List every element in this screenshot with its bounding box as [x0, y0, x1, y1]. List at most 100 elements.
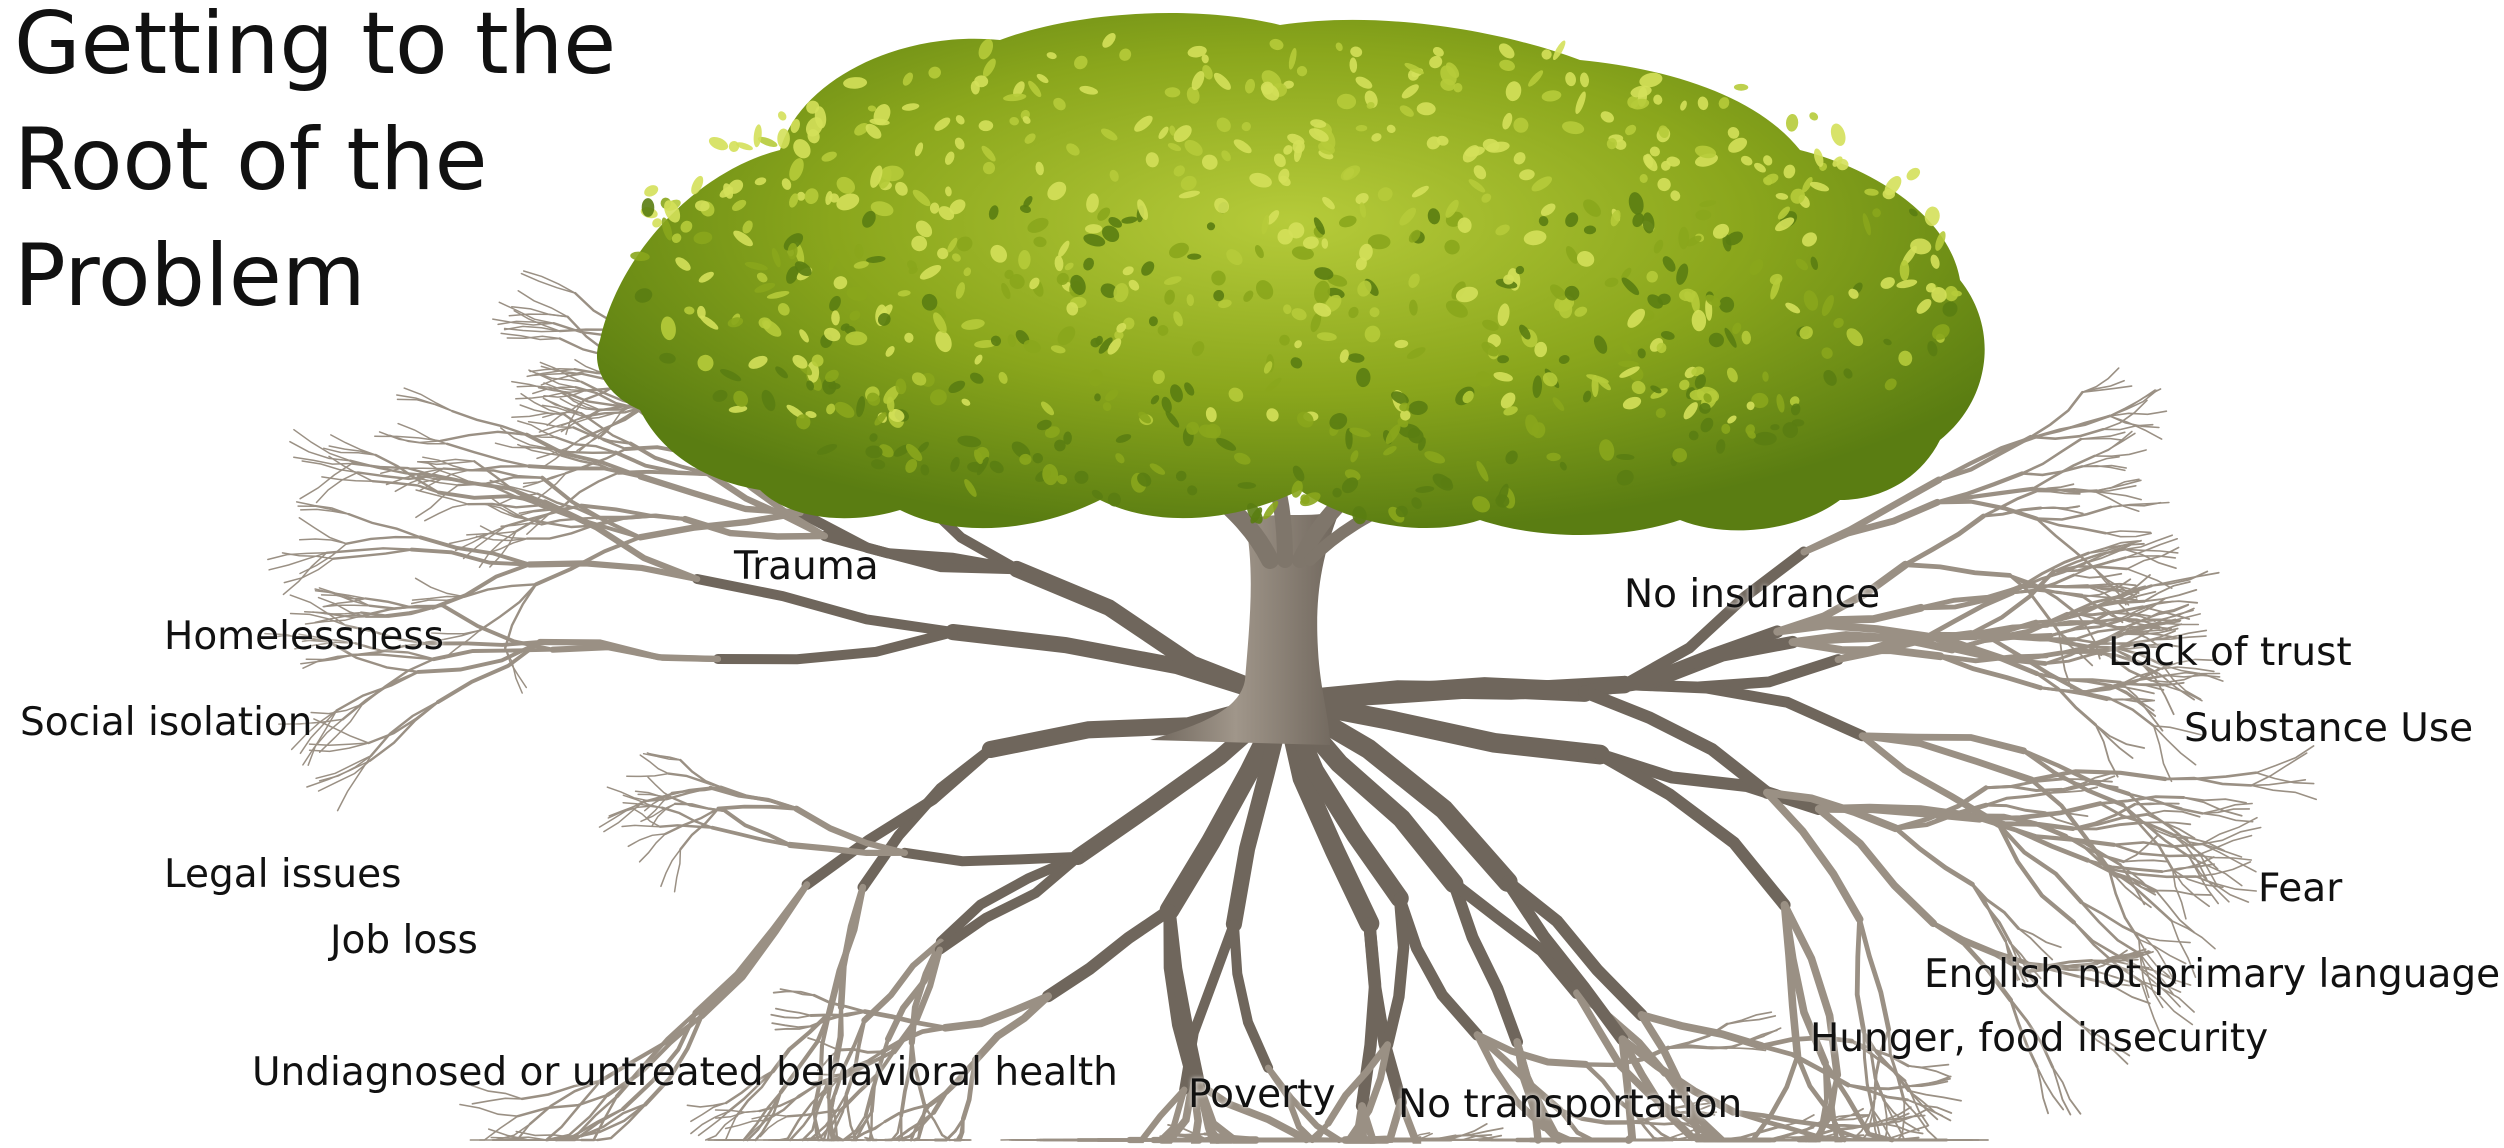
- root-branch: [940, 857, 1078, 950]
- root-branch: [1508, 882, 1623, 1039]
- slide-title: Getting to the Root of the Problem: [14, 0, 616, 334]
- root-branch: [622, 825, 660, 826]
- root-branch: [1668, 1047, 1734, 1048]
- root-branch: [307, 761, 370, 787]
- root-branch: [427, 642, 540, 645]
- root-branch: [1017, 569, 1285, 700]
- canopy-leaf: [777, 129, 790, 149]
- root-branch: [1986, 793, 2049, 805]
- root-branch: [501, 428, 547, 448]
- tree-canopy: [597, 13, 1985, 535]
- root-branch: [1986, 787, 2062, 791]
- label-homelessness: Homelessness: [164, 614, 444, 660]
- label-no-transportation: No transportation: [1398, 1082, 1742, 1128]
- root-branch: [627, 774, 669, 777]
- root-branch: [771, 1015, 811, 1018]
- canopy-leaf: [1808, 111, 1820, 123]
- root-branch: [1896, 828, 1973, 884]
- root-branch: [905, 853, 1078, 861]
- root-branch: [2018, 928, 2060, 947]
- root-branch: [480, 584, 536, 630]
- label-english: English not primary language: [1924, 952, 2500, 998]
- root-branch: [925, 1107, 950, 1140]
- root-branch: [2096, 725, 2145, 748]
- title-line: Getting to the: [14, 0, 616, 102]
- root-branch: [300, 464, 352, 499]
- root-branch: [644, 754, 681, 760]
- root-branch: [452, 411, 526, 435]
- root-branch: [2251, 785, 2316, 799]
- root-branch: [1600, 755, 1819, 809]
- root-branch: [811, 1012, 865, 1016]
- root-branch: [633, 808, 661, 827]
- root-branch: [1860, 919, 1889, 1029]
- root-branch: [691, 1112, 729, 1134]
- root-branch: [2156, 891, 2211, 896]
- root-branch: [1330, 1139, 1349, 1140]
- root-branch: [1184, 924, 1234, 1090]
- root-branch: [347, 537, 421, 544]
- root-branch: [1905, 516, 1983, 565]
- root-branch: [337, 672, 419, 711]
- root-branch: [302, 461, 358, 472]
- root-branch: [1285, 687, 1585, 700]
- root-branch: [1986, 805, 2045, 813]
- root-branch: [1905, 565, 2009, 576]
- root-branch: [2106, 531, 2151, 533]
- root-branch: [1908, 1065, 1948, 1068]
- root-branch: [953, 632, 1285, 700]
- canopy-leaf: [1094, 393, 1101, 401]
- root-branch: [536, 537, 640, 584]
- label-behavioral-health: Undiagnosed or untreated behavioral heal…: [252, 1050, 1118, 1096]
- canopy-leaf: [776, 110, 788, 122]
- root-branch: [2106, 533, 2152, 537]
- root-branch: [2041, 507, 2078, 509]
- label-poverty: Poverty: [1188, 1072, 1335, 1118]
- root-branch: [2202, 813, 2252, 821]
- label-substance-use: Substance Use: [2184, 706, 2473, 752]
- canopy-leaf: [1828, 122, 1848, 148]
- root-branch: [329, 446, 375, 455]
- root-branch: [2082, 466, 2126, 468]
- root-branch: [712, 828, 790, 845]
- root-branch: [2037, 1067, 2048, 1114]
- canopy-leaf: [753, 124, 763, 148]
- root-branch: [865, 1012, 945, 1028]
- label-trauma: Trauma: [734, 544, 879, 590]
- root-branch: [2020, 586, 2087, 588]
- root-branch: [661, 849, 681, 886]
- root-branch: [829, 887, 863, 1013]
- root-branch: [2171, 921, 2215, 949]
- canopy-leaf: [1785, 114, 1798, 132]
- root-branch: [398, 399, 453, 411]
- title-line: Problem: [14, 218, 616, 334]
- root-branch: [2126, 556, 2176, 558]
- root-branch: [460, 1105, 518, 1117]
- root-branch: [2037, 519, 2106, 534]
- root-branch: [2124, 860, 2169, 861]
- root-branch: [2144, 590, 2196, 601]
- root-branch: [527, 526, 593, 539]
- label-social-isolation: Social isolation: [20, 700, 312, 746]
- root-branch: [1234, 924, 1268, 1068]
- root-branch: [1048, 910, 1169, 996]
- root-branch: [456, 526, 506, 550]
- title-line: Root of the: [14, 102, 616, 218]
- root-branch: [323, 605, 369, 606]
- root-branch: [776, 1009, 811, 1016]
- root-branch: [349, 514, 421, 537]
- root-branch: [434, 650, 553, 660]
- label-job-loss: Job loss: [330, 918, 478, 964]
- root-branch: [2081, 902, 2144, 937]
- label-hunger: Hunger, food insecurity: [1810, 1016, 2268, 1062]
- canopy-leaf: [1734, 84, 1749, 91]
- canopy-leaf: [845, 331, 867, 345]
- root-branch: [2074, 574, 2122, 578]
- canopy-leaf: [642, 183, 660, 199]
- label-legal-issues: Legal issues: [164, 852, 401, 898]
- root-branch: [416, 578, 465, 596]
- canopy-leaf: [707, 134, 730, 153]
- label-no-insurance: No insurance: [1624, 572, 1880, 618]
- label-lack-of-trust: Lack of trust: [2108, 630, 2352, 676]
- canopy-leaf: [735, 141, 754, 152]
